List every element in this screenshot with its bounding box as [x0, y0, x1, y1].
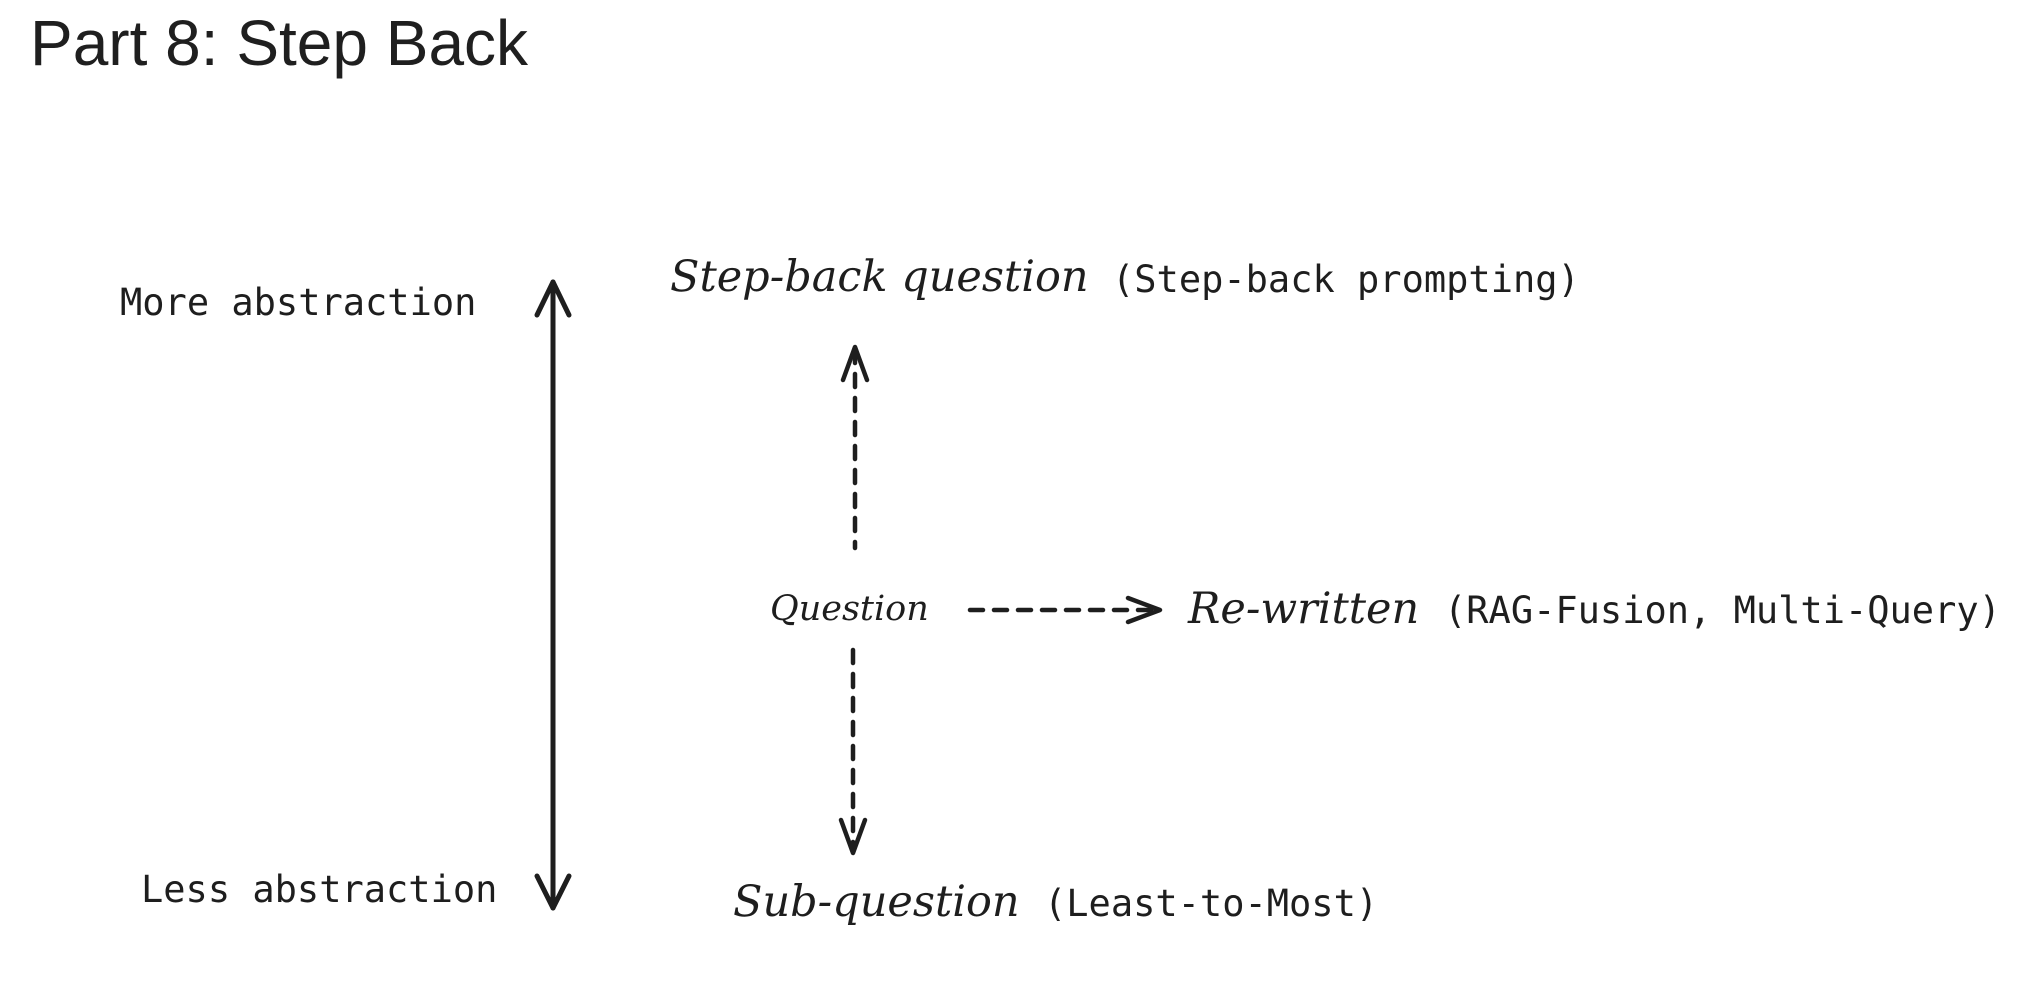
step-back-prompting-annotation: (Step-back prompting) — [1112, 258, 1580, 301]
page-title: Part 8: Step Back — [30, 7, 529, 79]
sub-question-label: Sub-question — [733, 877, 1020, 927]
step-back-question-label: Step-back question — [670, 252, 1089, 302]
abstraction-axis-arrow — [534, 279, 572, 911]
least-to-most-annotation: (Least-to-Most) — [1044, 882, 1378, 925]
dashed-arrow-down — [838, 647, 868, 856]
dashed-arrow-right — [967, 595, 1163, 625]
dashed-arrow-up — [840, 344, 870, 551]
rewritten-question-label: Re-written — [1187, 584, 1419, 634]
less-abstraction-label: Less abstraction — [141, 868, 497, 911]
question-node-label: Question — [770, 589, 929, 629]
rag-fusion-annotation: (RAG-Fusion, Multi-Query) — [1444, 589, 2001, 632]
more-abstraction-label: More abstraction — [120, 281, 476, 324]
